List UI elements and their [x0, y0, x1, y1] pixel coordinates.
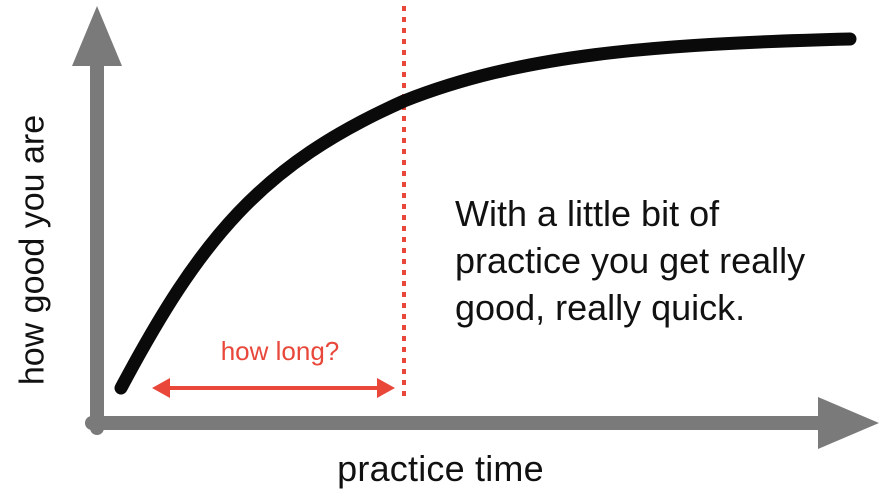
y-axis-label: how good you are — [13, 114, 52, 386]
duration-arrow-right-head — [377, 378, 395, 398]
caption-text-block: With a little bit of practice you get re… — [455, 190, 875, 331]
caption-line-1: With a little bit of — [455, 193, 720, 234]
caption-line-3: good, really quick. — [455, 287, 746, 328]
x-axis-arrowhead — [818, 397, 879, 449]
duration-arrow-left-head — [152, 378, 170, 398]
learning-curve — [114, 32, 857, 395]
caption-line-2: practice you get really — [455, 240, 806, 281]
how-long-label: how long? — [220, 336, 340, 366]
x-axis-label: practice time — [337, 448, 544, 489]
y-axis-arrowhead — [72, 6, 122, 66]
